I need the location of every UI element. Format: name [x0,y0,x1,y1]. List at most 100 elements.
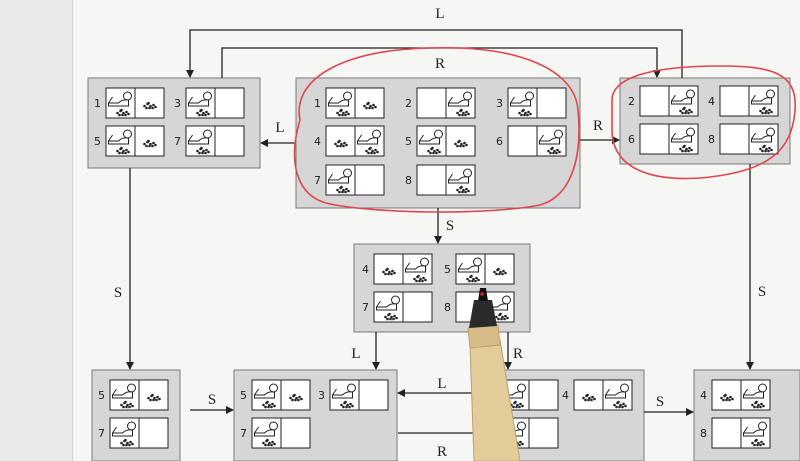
dirt-icon [148,144,151,148]
dirt-icon [345,143,348,147]
dirt-icon [128,443,131,447]
world-cell: 7 [174,125,245,157]
dirt-icon [679,109,682,113]
dirt-icon [120,108,123,112]
dirt-icon [522,108,525,112]
world-cell: 5 [444,253,515,285]
dirt-icon [392,317,395,321]
dirt-icon [690,110,693,114]
action-label: L [351,346,360,362]
dirt-icon [470,274,473,278]
world-cell: 3 [318,379,389,411]
dirt-icon [751,403,754,407]
dirt-icon [504,314,507,318]
vacuum-canister-icon [463,168,472,178]
dirt-icon [376,150,379,154]
world-cell: 6 [496,125,567,157]
dirt-icon [464,190,467,194]
dirt-icon [467,112,470,116]
dirt-icon [204,151,207,155]
world-number: 5 [444,263,451,276]
dirt-icon [519,440,522,444]
dirt-icon [149,142,152,146]
dirt-icon [755,400,758,404]
dirt-icon [371,106,374,110]
vacuum-hose-icon [405,262,410,270]
dirt-icon [726,396,729,400]
dirt-icon [593,397,596,401]
dirt-icon [518,405,521,409]
dirt-icon [429,151,432,155]
dirt-icon [762,442,765,446]
world-number: 2 [405,97,412,110]
dirt-icon [153,396,156,400]
dirt-icon [124,400,127,404]
dirt-icon [683,106,686,110]
dirt-icon [763,144,766,148]
edge-left-S: S [114,168,134,370]
dirt-icon [466,277,469,281]
dirt-icon [334,142,337,146]
dirt-icon [116,111,119,115]
dirt-icon [147,396,150,400]
vacuum-canister-icon [343,168,352,178]
dirt-icon [151,393,154,397]
dirt-icon [765,147,768,151]
vacuum-hose-icon [605,388,610,396]
dirt-icon [588,396,591,400]
dirt-icon [122,111,125,115]
dirt-icon [205,110,208,114]
dirt-icon [365,149,368,153]
world-number: 1 [94,97,101,110]
dirt-icon [152,141,155,145]
dirt-icon [374,148,377,152]
edge-bottom-R: R [398,429,482,460]
dirt-icon [345,187,348,191]
dirt-icon [501,315,504,319]
edge-bottom-L: L [397,376,481,397]
dirt-icon [495,272,498,276]
dirt-icon [122,443,125,447]
vacuum-canister-icon [343,91,352,101]
dirt-icon [202,149,205,153]
dirt-icon [617,400,620,404]
dirt-icon [262,441,265,445]
dirt-icon [127,150,130,154]
dirt-icon [725,398,728,402]
world-number: 7 [362,301,369,314]
dirt-icon [367,151,370,155]
dirt-icon [526,113,529,117]
dirt-icon [147,139,150,143]
dirt-icon [497,267,500,271]
vacuum-hose-icon [458,262,463,270]
world-cell: 4 [700,379,771,411]
dirt-icon [471,279,474,283]
vacuum-canister-icon [766,127,775,137]
vacuum-canister-icon [502,295,511,305]
dirt-icon [345,405,348,409]
dirt-icon [512,405,515,409]
dirt-icon [477,278,480,282]
vacuum-canister-icon [686,89,695,99]
dirt-icon [125,443,128,447]
dirt-icon [268,403,271,407]
dirt-icon [461,113,464,117]
vacuum-hose-icon [254,426,259,434]
dirt-icon [506,316,509,320]
vacuum-hose-icon [332,388,337,396]
dirt-icon [527,110,530,114]
dirt-icon [619,403,622,407]
dirt-icon [370,151,373,155]
dirt-icon [300,397,303,401]
dirt-icon [264,443,267,447]
dirt-icon [500,317,503,321]
dirt-icon [118,151,121,155]
vacuum-hose-icon [419,134,424,142]
dirt-icon [590,398,593,402]
dirt-icon [344,190,347,194]
dirt-icon [151,144,154,148]
dirt-icon [158,397,161,401]
dirt-icon [493,270,496,274]
dirt-icon [431,146,434,150]
